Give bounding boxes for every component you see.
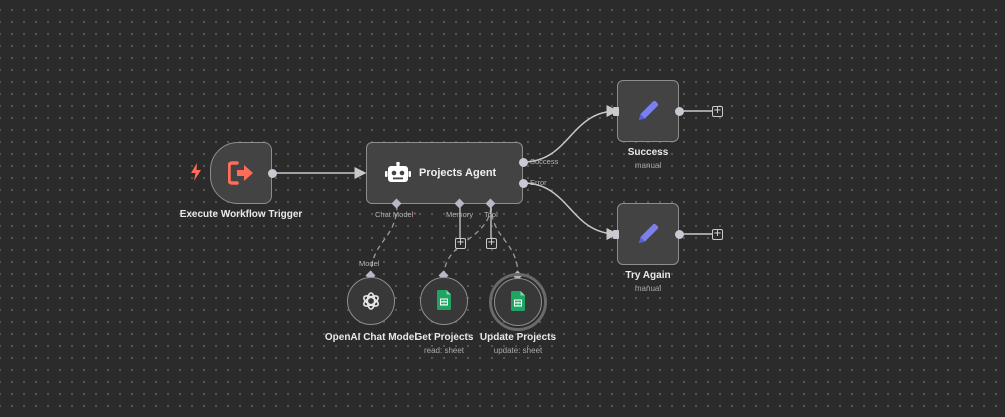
robot-icon (385, 161, 411, 189)
chat-model-text: Chat Model (375, 210, 414, 219)
success-label: Success (627, 147, 669, 158)
try-again-sublabel: manual (634, 284, 662, 293)
try-again-output-port[interactable] (675, 230, 684, 239)
success-add-button[interactable]: + (712, 105, 723, 117)
try-again-input-port[interactable] (613, 230, 619, 239)
success-input-port[interactable] (613, 107, 619, 116)
openai-icon (360, 290, 382, 317)
try-again-label: Try Again (625, 270, 671, 281)
chat-model-port-label: Chat Model* (375, 210, 416, 219)
connection-updateprojects-dashed[interactable] (490, 203, 519, 277)
get-projects-node[interactable] (420, 277, 468, 325)
pencil-icon (635, 98, 661, 129)
trigger-label: Execute Workflow Trigger (179, 209, 303, 220)
success-sublabel: manual (634, 161, 662, 170)
try-again-add-button[interactable]: + (712, 228, 723, 240)
projects-agent-node[interactable]: Projects Agent (366, 142, 523, 204)
execute-workflow-trigger-node[interactable] (210, 142, 272, 204)
connection-model-dashed[interactable] (370, 203, 398, 277)
get-projects-label: Get Projects (414, 332, 474, 343)
agent-success-port-label: Success (530, 157, 559, 166)
google-sheets-icon (511, 291, 525, 316)
success-output-port[interactable] (675, 107, 684, 116)
update-projects-selection-ring (489, 273, 547, 331)
update-projects-sublabel: update: sheet (493, 346, 543, 355)
agent-error-port-label: Error (530, 178, 547, 187)
openai-label: OpenAI Chat Model (324, 332, 418, 343)
trigger-output-port[interactable] (268, 169, 277, 178)
agent-success-port[interactable] (519, 158, 528, 167)
agent-error-port[interactable] (519, 179, 528, 188)
update-projects-label: Update Projects (479, 332, 557, 343)
google-sheets-icon (437, 290, 451, 315)
lightning-icon (190, 163, 202, 186)
tool-port-label: Tool (484, 210, 498, 219)
get-projects-sublabel: read: sheet (423, 346, 465, 355)
connection-agent-success[interactable] (522, 105, 619, 163)
connection-getprojects-dashed[interactable] (443, 203, 492, 277)
memory-port-label: Memory (446, 210, 474, 219)
success-node[interactable] (617, 80, 679, 142)
sign-out-icon (227, 161, 254, 190)
connection-agent-tryagain[interactable] (522, 182, 619, 240)
try-again-node[interactable] (617, 203, 679, 265)
model-port-label: Model (359, 259, 380, 268)
required-marker: * (413, 210, 417, 219)
pencil-icon (635, 221, 661, 252)
agent-title: Projects Agent (419, 167, 497, 179)
add-tool-button[interactable]: + (486, 237, 497, 249)
openai-chat-model-node[interactable] (347, 277, 395, 325)
add-memory-button[interactable]: + (455, 237, 466, 249)
update-projects-node[interactable] (494, 278, 542, 326)
